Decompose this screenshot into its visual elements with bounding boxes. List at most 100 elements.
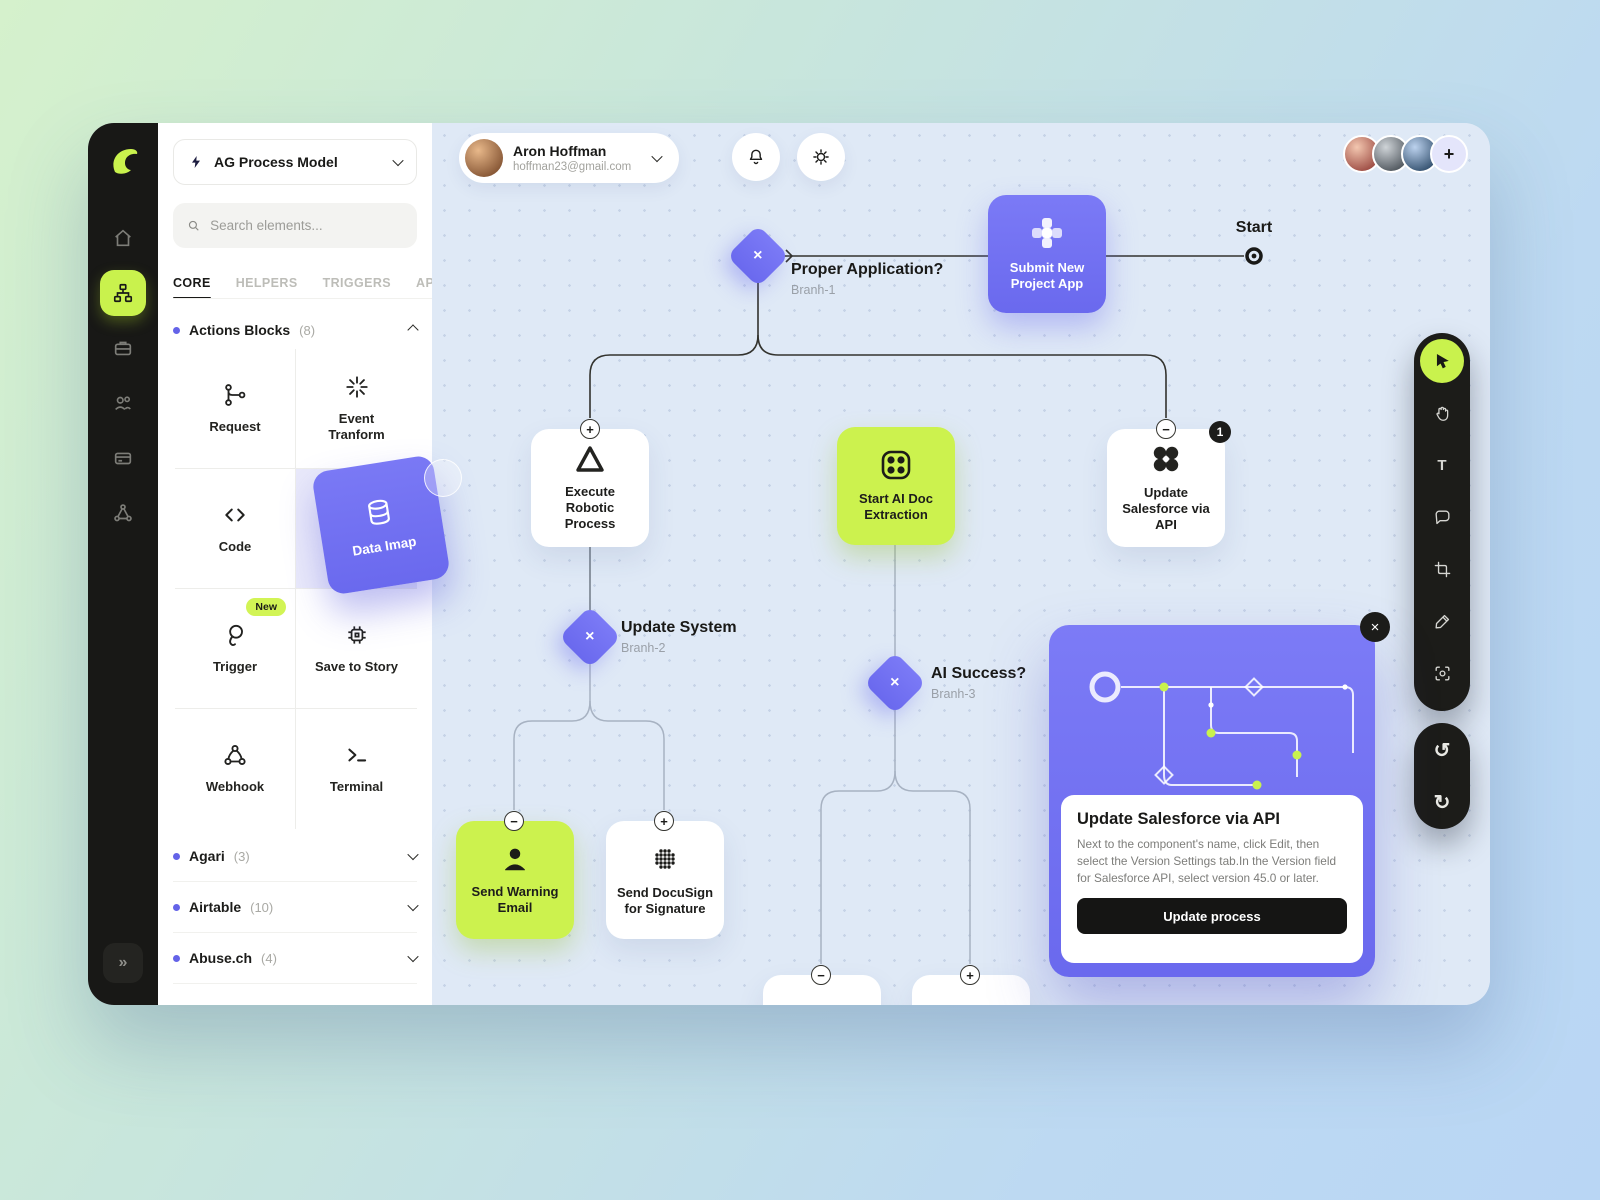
section-count: (10) — [250, 899, 274, 915]
branch-subtitle: Branh-1 — [791, 283, 836, 297]
model-selector-label: AG Process Model — [214, 154, 338, 170]
add-collaborator-button[interactable]: + — [1430, 135, 1468, 173]
user-name: Aron Hoffman — [513, 143, 607, 159]
sidebar-item-projects[interactable] — [100, 325, 146, 371]
sidebar-item-integrations[interactable] — [100, 490, 146, 536]
app-window: » AG Process Model CORE HELPERS TRIGGERS… — [88, 123, 1490, 1005]
chevron-down-icon — [392, 154, 404, 167]
app-logo[interactable] — [103, 141, 143, 181]
section-count: (3) — [233, 848, 250, 864]
section-label: Agari — [189, 848, 225, 864]
flow-canvas[interactable]: Aron Hoffman hoffman23@gmail.com + Start — [432, 123, 1490, 1005]
start-node — [1245, 247, 1263, 265]
branch-subtitle: Branh-3 — [931, 687, 976, 701]
circuit-illustration — [1089, 671, 1354, 790]
section-dot — [173, 326, 180, 334]
settings-button[interactable] — [797, 133, 845, 181]
block-terminal[interactable]: Terminal — [296, 709, 417, 829]
database-icon — [367, 499, 390, 525]
briefcase-icon — [114, 341, 132, 356]
pen-tool-button[interactable] — [1420, 599, 1464, 643]
text-tool-button[interactable]: T — [1420, 443, 1464, 487]
nav-rail: » — [88, 123, 158, 1005]
block-event-tranform[interactable]: Event Tranform — [296, 349, 417, 469]
user-menu[interactable]: Aron Hoffman hoffman23@gmail.com — [459, 133, 680, 183]
chevron-down-icon — [407, 848, 419, 861]
webhook-icon — [224, 745, 246, 766]
block-label: Event Tranform — [328, 410, 385, 442]
search-input[interactable] — [210, 218, 404, 233]
ai-doc-icon — [881, 450, 911, 480]
node-label: Start AI Doc Extraction — [859, 490, 933, 522]
block-save-to-story[interactable]: Save to Story — [296, 589, 417, 709]
user-avatar — [465, 139, 503, 177]
block-code[interactable]: Code — [175, 469, 296, 589]
node-send-docusign[interactable]: Send DocuSign for Signature — [606, 821, 724, 939]
close-icon: × — [585, 628, 595, 645]
node-submit-new-project-app[interactable]: Submit New Project App — [988, 195, 1106, 313]
block-trigger[interactable]: New Trigger — [175, 589, 296, 709]
tab-triggers[interactable]: TRIGGERS — [323, 267, 391, 298]
dragged-block-data-imap[interactable]: Data Imap — [311, 454, 451, 596]
notifications-button[interactable] — [732, 133, 780, 181]
connector-add-button[interactable]: + — [580, 419, 600, 439]
focus-tool-button[interactable] — [1420, 651, 1464, 695]
elements-panel: AG Process Model CORE HELPERS TRIGGERS A… — [158, 123, 432, 1005]
sidebar-item-team[interactable] — [100, 380, 146, 426]
block-webhook[interactable]: Webhook — [175, 709, 296, 829]
home-icon — [115, 229, 131, 247]
start-label: Start — [1235, 219, 1273, 236]
hand-tool-button[interactable] — [1420, 391, 1464, 435]
node-start-ai-doc-extraction[interactable]: Start AI Doc Extraction — [837, 427, 955, 545]
connector-wires — [513, 247, 1263, 964]
element-tabs: CORE HELPERS TRIGGERS APPS — [173, 267, 432, 299]
tab-helpers[interactable]: HELPERS — [236, 267, 298, 298]
cursor-icon — [1436, 354, 1449, 369]
section-agari[interactable]: Agari (3) — [173, 831, 419, 882]
section-abusech[interactable]: Abuse.ch (4) — [173, 933, 419, 984]
comment-icon — [1434, 509, 1450, 524]
close-icon: × — [1370, 618, 1380, 636]
undo-button[interactable]: ↺ — [1420, 728, 1464, 772]
app-grid-icon — [1032, 217, 1062, 248]
robotic-process-icon — [576, 445, 604, 472]
crop-tool-button[interactable] — [1420, 547, 1464, 591]
branch-label-1: Proper Application? Branh-1 — [791, 261, 943, 297]
bell-icon — [749, 149, 763, 165]
connector-collapse-button[interactable]: − — [1156, 419, 1176, 439]
close-popup-button[interactable]: × — [1360, 612, 1390, 642]
node-update-salesforce[interactable]: Update Salesforce via API — [1107, 429, 1225, 547]
connector-add-button[interactable]: + — [654, 811, 674, 831]
tab-apps[interactable]: APPS — [416, 267, 432, 298]
cursor-tool-button[interactable] — [1420, 339, 1464, 383]
chevron-down-icon — [651, 150, 663, 163]
redo-button[interactable]: ↻ — [1420, 780, 1464, 824]
request-icon — [225, 383, 246, 406]
section-dot — [173, 852, 180, 860]
sidebar-item-flows[interactable] — [100, 270, 146, 316]
close-icon: × — [753, 247, 763, 264]
comment-tool-button[interactable] — [1420, 495, 1464, 539]
sidebar-item-home[interactable] — [100, 215, 146, 261]
node-label: Send Warning Email — [471, 883, 559, 915]
model-selector[interactable]: AG Process Model — [173, 139, 417, 185]
connector-collapse-button[interactable]: − — [811, 965, 831, 985]
tab-core[interactable]: CORE — [173, 267, 211, 298]
update-process-button[interactable]: Update process — [1077, 898, 1347, 935]
chevron-up-icon — [407, 324, 419, 336]
chip-icon — [347, 626, 366, 644]
trigger-icon — [229, 624, 243, 646]
drag-card-label: Data Imap — [351, 533, 418, 559]
expand-sidebar-button[interactable]: » — [103, 943, 143, 983]
sidebar-item-billing[interactable] — [100, 435, 146, 481]
node-execute-robotic-process[interactable]: Execute Robotic Process — [531, 429, 649, 547]
block-label: Webhook — [205, 779, 265, 795]
user-email: hoffman23@gmail.com — [513, 161, 632, 173]
help-popup: × Update Salesforce via API Ne — [1049, 612, 1390, 977]
node-send-warning-email[interactable]: Send Warning Email — [456, 821, 574, 939]
connector-add-button[interactable]: + — [960, 965, 980, 985]
section-actions-blocks[interactable]: Actions Blocks (8) — [173, 315, 419, 345]
section-airtable[interactable]: Airtable (10) — [173, 882, 419, 933]
block-request[interactable]: Request — [175, 349, 296, 469]
connector-collapse-button[interactable]: − — [504, 811, 524, 831]
